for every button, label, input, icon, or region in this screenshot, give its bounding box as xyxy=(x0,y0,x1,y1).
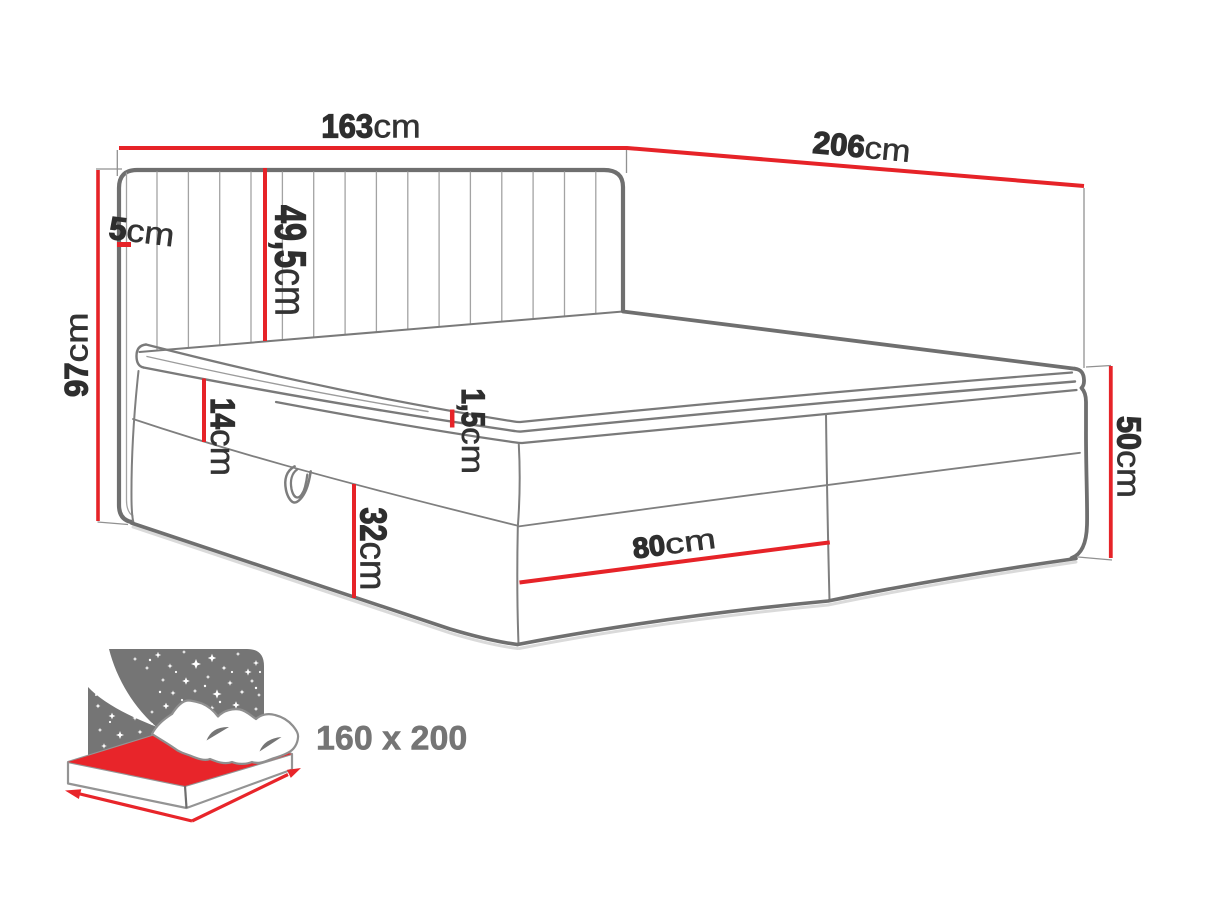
svg-text:32cm: 32cm xyxy=(353,508,394,591)
svg-text:5cm: 5cm xyxy=(107,210,176,254)
svg-text:14cm: 14cm xyxy=(203,398,241,476)
svg-text:1,5cm: 1,5cm xyxy=(455,389,491,475)
svg-text:97cm: 97cm xyxy=(59,313,95,398)
svg-text:50cm: 50cm xyxy=(1111,416,1148,498)
svg-text:163cm: 163cm xyxy=(321,109,420,146)
svg-text:160 x 200: 160 x 200 xyxy=(316,720,467,758)
svg-text:80cm: 80cm xyxy=(631,523,718,565)
svg-text:49,5cm: 49,5cm xyxy=(266,205,314,316)
svg-text:206cm: 206cm xyxy=(811,125,912,169)
